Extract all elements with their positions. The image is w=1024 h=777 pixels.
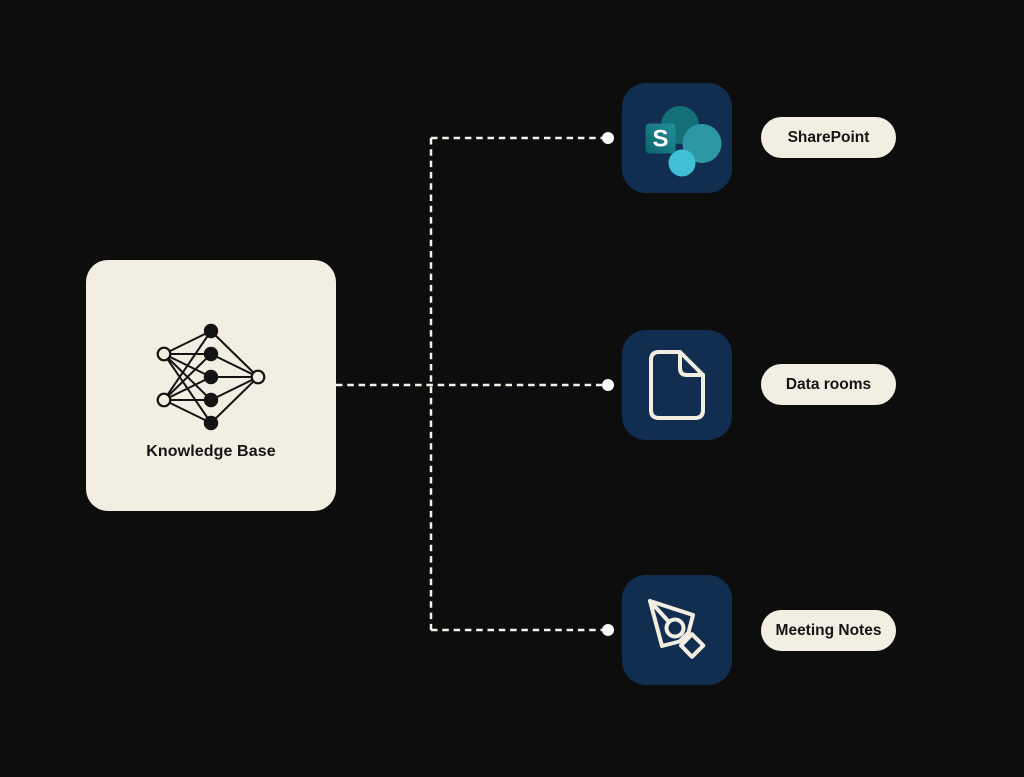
- connector-dot-meetingnotes: [602, 624, 614, 636]
- sharepoint-tile: S: [622, 83, 732, 193]
- connector-dot-datarooms: [602, 379, 614, 391]
- meetingnotes-label: Meeting Notes: [775, 621, 882, 639]
- meetingnotes-label-pill: Meeting Notes: [761, 610, 896, 651]
- knowledge-base-label: Knowledge Base: [146, 443, 276, 460]
- connector-dot-sharepoint: [602, 132, 614, 144]
- sharepoint-letter: S: [652, 126, 668, 153]
- knowledge-base-card: Knowledge Base: [86, 260, 336, 511]
- datarooms-label-pill: Data rooms: [761, 364, 896, 405]
- meetingnotes-tile: [622, 575, 732, 685]
- neural-network-icon: [156, 323, 266, 431]
- sharepoint-label: SharePoint: [787, 128, 870, 146]
- document-icon: [649, 350, 705, 420]
- sharepoint-icon: S: [645, 106, 722, 177]
- datarooms-label: Data rooms: [785, 375, 872, 393]
- sharepoint-label-pill: SharePoint: [761, 117, 896, 158]
- pen-nib-icon: [648, 599, 706, 659]
- datarooms-tile: [622, 330, 732, 440]
